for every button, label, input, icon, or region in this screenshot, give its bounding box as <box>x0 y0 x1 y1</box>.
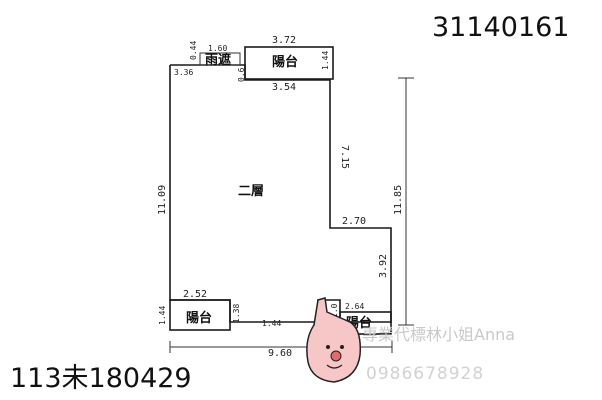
dim-rain-shelter-gap: 0.6 <box>237 67 246 82</box>
building-id: 31140161 <box>432 12 569 43</box>
balcony-top-box <box>244 46 334 80</box>
dim-balcony-bl-depth-right: 1.38 <box>232 304 241 323</box>
watermark-agent-text: 專業代標林小姐Anna <box>362 325 515 344</box>
dim-balcony-br-width: 2.64 <box>345 302 364 311</box>
dim-step-width: 2.70 <box>342 216 366 227</box>
dim-overall-width: 9.60 <box>268 348 292 359</box>
balcony-bottom-left-box <box>169 299 231 331</box>
dim-balcony-bl-width: 2.52 <box>183 289 207 300</box>
dim-rain-shelter-base: 3.36 <box>174 68 193 77</box>
dim-right-lower-height: 3.92 <box>378 254 389 278</box>
overall-height-dimension-line <box>398 77 414 326</box>
dim-main-left-height: 11.09 <box>157 185 168 215</box>
dim-balcony-top-width: 3.72 <box>272 35 296 46</box>
dim-rain-shelter-width: 1.60 <box>208 44 227 53</box>
rain-shelter-box <box>199 52 241 66</box>
balcony-top-label: 陽台 <box>272 54 298 70</box>
dim-balcony-br-depth: 1.0 <box>330 303 339 318</box>
watermark-phone: 0986678928 <box>366 364 484 384</box>
dim-rain-shelter-depth: 0.44 <box>189 41 198 60</box>
dim-right-wall-height: 7.15 <box>339 145 350 169</box>
balcony-bottom-left-label: 陽台 <box>186 310 212 326</box>
dim-overall-height: 11.85 <box>393 185 404 215</box>
rain-shelter-label: 雨遮 <box>205 52 231 68</box>
dim-balcony-top-depth: 1.44 <box>321 51 330 70</box>
thumbs-up-face-icon <box>306 297 362 383</box>
floor-label: 二層 <box>238 184 264 199</box>
serial-number: 113未180429 <box>10 363 192 394</box>
dim-balcony-top-base: 3.54 <box>272 82 296 93</box>
main-floor-outline <box>169 64 392 323</box>
dim-bottom-wall-segment: 1.44 <box>262 319 281 328</box>
dim-balcony-bl-depth-left: 1.44 <box>158 306 167 325</box>
